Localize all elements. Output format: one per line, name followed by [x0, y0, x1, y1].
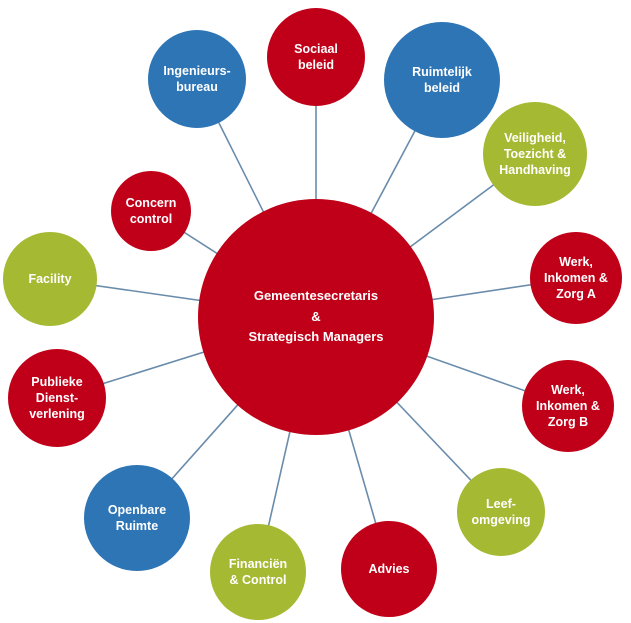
node-openbare-ruimte: Openbare Ruimte	[84, 465, 190, 571]
node-label: Advies	[368, 561, 410, 576]
node-label: Ruimtelijk beleid	[412, 64, 472, 95]
node-label: Concern control	[125, 195, 177, 226]
node-concern-control: Concern control	[111, 171, 191, 251]
node-label: Werk, Inkomen & Zorg A	[544, 254, 608, 302]
node-publieke-dienstverlening: Publieke Dienst- verlening	[8, 349, 106, 447]
node-label: Werk, Inkomen & Zorg B	[536, 382, 600, 430]
node-ruimtelijk-beleid: Ruimtelijk beleid	[384, 22, 500, 138]
node-label: Facility	[28, 271, 72, 286]
node-werk-inkomen-zorg-b: Werk, Inkomen & Zorg B	[522, 360, 614, 452]
node-label: Openbare Ruimte	[107, 502, 167, 533]
node-label: Publieke Dienst- verlening	[29, 374, 85, 422]
node-werk-inkomen-zorg-a: Werk, Inkomen & Zorg A	[530, 232, 622, 324]
node-leefomgeving: Leef- omgeving	[457, 468, 545, 556]
hub-label: Gemeentesecretaris & Strategisch Manager…	[248, 287, 384, 345]
node-label: Financiën & Control	[228, 556, 288, 587]
node-financien-control: Financiën & Control	[210, 524, 306, 620]
node-facility: Facility	[3, 232, 97, 326]
node-label: Leef- omgeving	[471, 496, 531, 527]
node-label: Veiligheid, Toezicht & Handhaving	[499, 130, 571, 178]
node-label: Sociaal beleid	[294, 41, 338, 72]
node-veiligheid-toezicht-handhaving: Veiligheid, Toezicht & Handhaving	[483, 102, 587, 206]
hub-node-gemeentesecretaris: Gemeentesecretaris & Strategisch Manager…	[198, 199, 434, 435]
node-advies: Advies	[341, 521, 437, 617]
node-sociaal-beleid: Sociaal beleid	[267, 8, 365, 106]
node-ingenieursbureau: Ingenieurs- bureau	[148, 30, 246, 128]
node-label: Ingenieurs- bureau	[163, 63, 231, 94]
